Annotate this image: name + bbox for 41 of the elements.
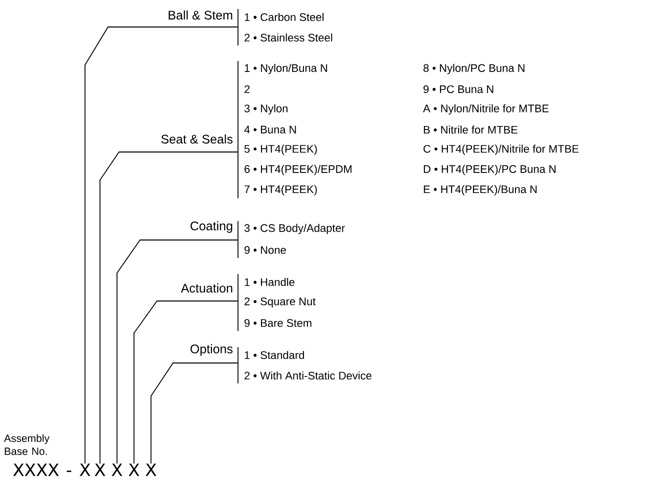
option-text: 4 • Buna N	[244, 126, 296, 134]
leader-line	[134, 300, 238, 464]
option-text: 2 • Stainless Steel	[244, 33, 332, 42]
leader-line	[150, 362, 238, 464]
leader-line	[116, 240, 238, 464]
code-character: X	[94, 464, 106, 476]
category-heading: Options	[190, 344, 233, 356]
leader-line	[84, 26, 238, 464]
category-heading: Actuation	[180, 283, 232, 293]
option-text: B • Nitrile for MTBE	[424, 126, 518, 134]
code-character: X	[128, 464, 140, 476]
option-text: 7 • HT4(PEEK)	[244, 185, 317, 196]
option-text: D • HT4(PEEK)/PC Buna N	[424, 164, 556, 176]
option-text: C • HT4(PEEK)/Nitrile for MTBE	[424, 144, 579, 155]
option-text: 2 • Square Nut	[244, 298, 316, 308]
code-character: X	[146, 464, 156, 476]
option-text: 6 • HT4(PEEK)/EPDM	[244, 164, 352, 176]
option-text: 1 • Handle	[244, 278, 294, 286]
option-text: 1 • Standard	[244, 350, 304, 360]
option-text: 5 • HT4(PEEK)	[244, 144, 317, 155]
option-text: 1 • Nylon/Buna N	[244, 64, 328, 74]
option-text: A • Nylon/Nitrile for MTBE	[423, 104, 549, 115]
option-text: 3 • CS Body/Adapter	[244, 224, 345, 234]
option-text: E • HT4(PEEK)/Buna N	[424, 185, 537, 196]
category-heading: Coating	[190, 221, 232, 233]
option-text: 9 • PC Buna N	[424, 85, 494, 94]
code-text: XXXX	[13, 464, 59, 476]
option-text: 2	[244, 85, 250, 94]
code-character: X	[112, 464, 122, 476]
leader-line	[100, 152, 238, 464]
option-text: 1 • Carbon Steel	[244, 12, 324, 22]
option-text: 2 • With Anti-Static Device	[244, 371, 372, 380]
caption-text: Assembly Base No.	[4, 434, 50, 455]
category-heading: Ball & Stem	[168, 10, 232, 20]
option-text: 9 • Bare Stem	[244, 319, 312, 327]
option-text: 9 • None	[244, 246, 286, 254]
option-text: 8 • Nylon/PC Buna N	[423, 64, 524, 74]
option-text: 3 • Nylon	[244, 104, 288, 115]
dash-text: -	[66, 470, 72, 472]
code-character: X	[80, 464, 90, 476]
category-heading: Seat & Seals	[161, 134, 233, 144]
